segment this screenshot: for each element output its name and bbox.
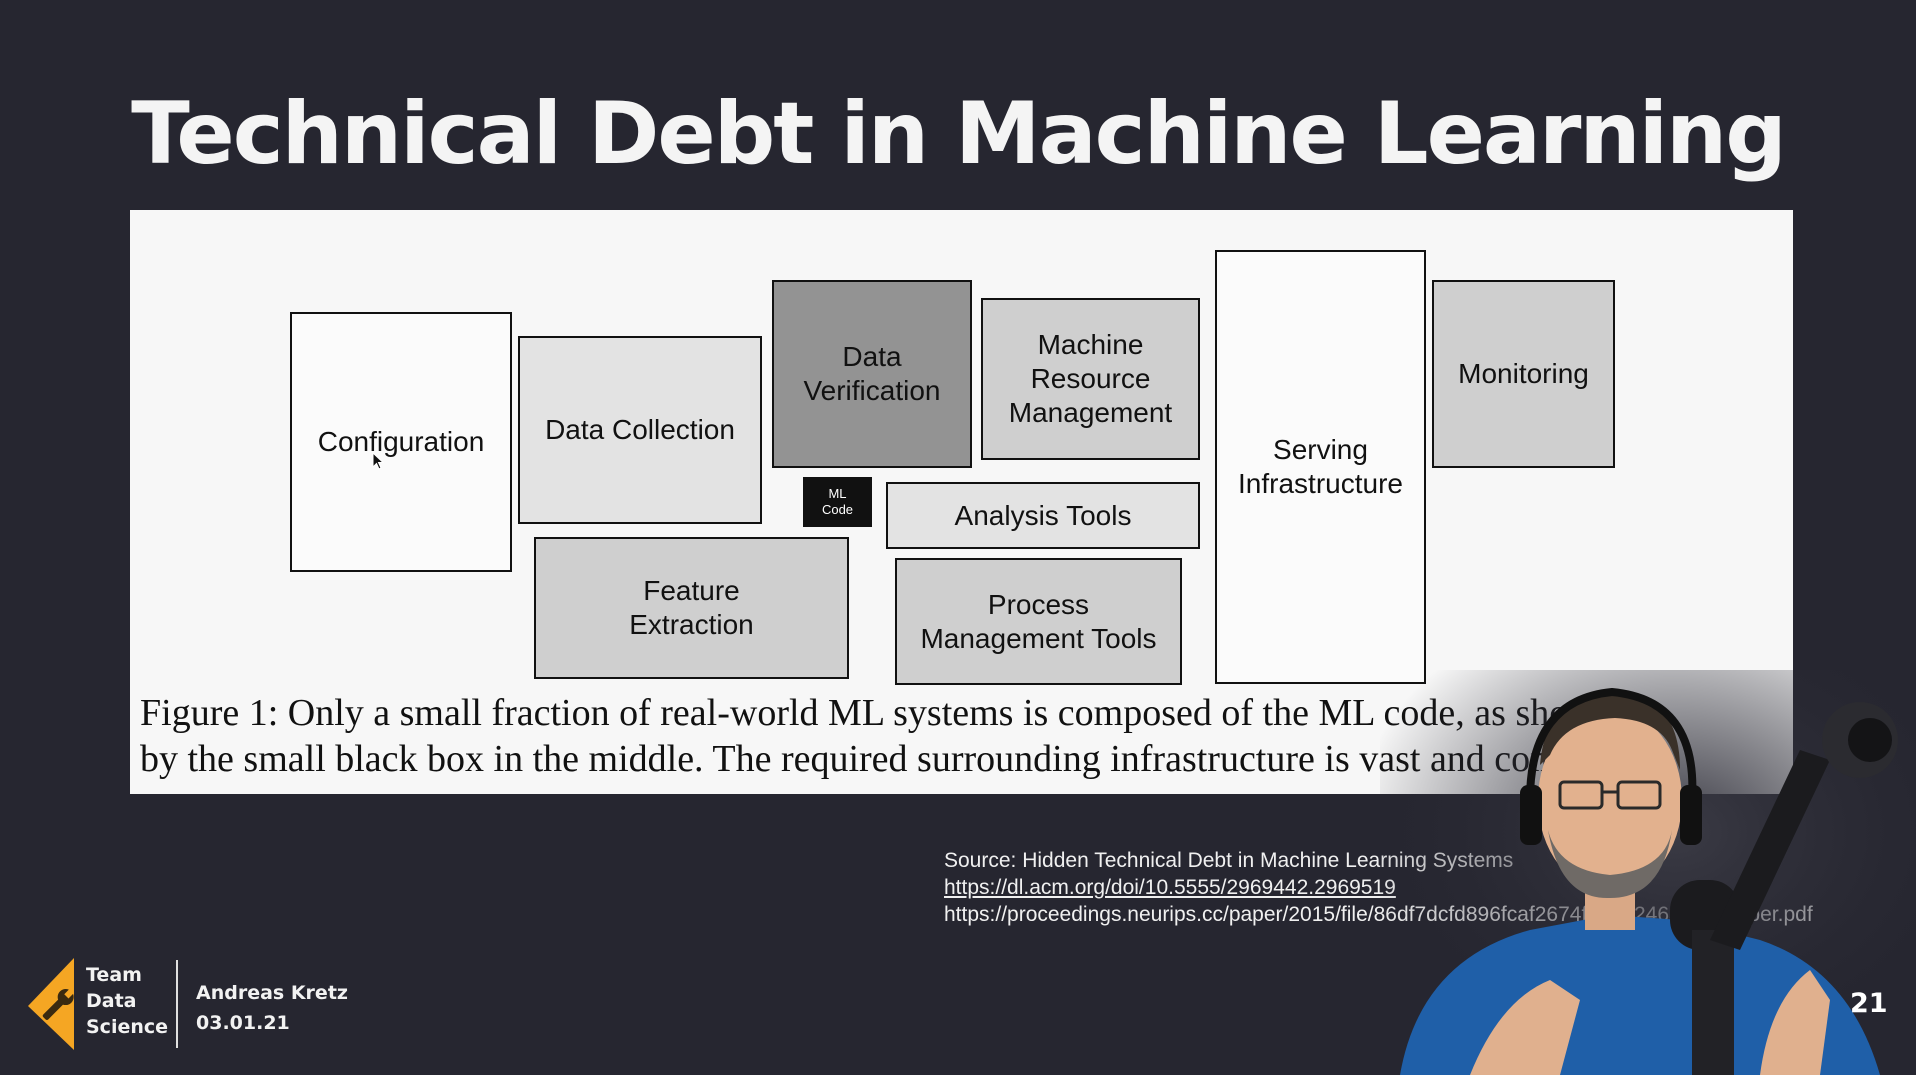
box-serving-infrastructure: Serving Infrastructure — [1215, 250, 1426, 684]
team-line-1: Team — [86, 964, 142, 986]
team-name: Team Data Science — [86, 962, 168, 1040]
box-process-management-tools: Process Management Tools — [895, 558, 1182, 685]
box-data-verification: Data Verification — [772, 280, 972, 468]
presenter-webcam — [1380, 670, 1916, 1075]
presenter-name: Andreas Kretz — [196, 982, 348, 1004]
box-data-collection: Data Collection — [518, 336, 762, 524]
source-link-acm[interactable]: https://dl.acm.org/doi/10.5555/2969442.2… — [944, 876, 1396, 899]
box-analysis-tools: Analysis Tools — [886, 482, 1200, 549]
box-machine-resource-management: Machine Resource Management — [981, 298, 1200, 460]
slide-number: 21 — [1850, 988, 1888, 1019]
presentation-date: 03.01.21 — [196, 1012, 290, 1034]
team-line-3: Science — [86, 1016, 169, 1038]
source-label: Source: Hidden Technical Debt in Machine… — [944, 849, 1514, 872]
slide-title: Technical Debt in Machine Learning — [131, 84, 1787, 184]
box-monitoring: Monitoring — [1432, 280, 1615, 468]
mouse-cursor-icon — [372, 452, 384, 470]
caption-line-1: Figure 1: Only a small fraction of real-… — [140, 692, 1615, 734]
figure-panel: Configuration Data Collection Data Verif… — [130, 210, 1793, 794]
wrench-in-orange-triangle-icon — [28, 958, 75, 1050]
box-ml-code: ML Code — [803, 477, 872, 527]
presenter-info: Andreas Kretz 03.01.21 — [196, 978, 348, 1038]
team-line-2: Data — [86, 990, 137, 1012]
footer-divider — [176, 960, 178, 1048]
box-configuration: Configuration — [290, 312, 512, 572]
box-feature-extraction: Feature Extraction — [534, 537, 849, 679]
